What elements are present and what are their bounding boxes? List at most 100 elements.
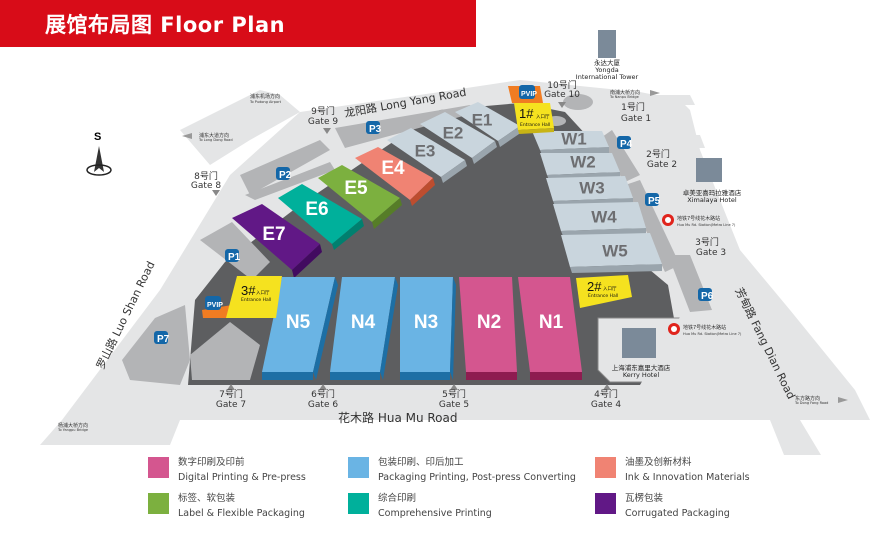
parking-icon-p4: P4	[617, 136, 633, 150]
svg-text:To Nanpu Bridge: To Nanpu Bridge	[609, 95, 639, 99]
parking-icon-vip-west: PVIP	[205, 296, 223, 310]
svg-text:PVIP: PVIP	[207, 302, 223, 309]
svg-text:Gate 1: Gate 1	[621, 114, 651, 124]
vip-parking-west	[202, 305, 232, 318]
legend-en: Corrugated Packaging	[625, 508, 730, 519]
hall-e3[interactable]: E3	[387, 128, 467, 183]
compass-icon: S	[86, 131, 112, 176]
hall-e1[interactable]: E1	[455, 102, 522, 147]
svg-text:地铁7号线花木路站: 地铁7号线花木路站	[683, 324, 726, 331]
parking-icon-p7: P7	[154, 331, 170, 345]
hall-w1[interactable]: W1	[532, 129, 609, 155]
svg-text:Gate 10: Gate 10	[544, 90, 580, 100]
svg-text:Hua Mu Rd. Station(Metro Line: Hua Mu Rd. Station(Metro Line 7)	[677, 223, 736, 227]
entrance-cn: 入口厅	[536, 114, 550, 120]
hall-label-e2: E2	[443, 123, 464, 142]
hall-w3[interactable]: W3	[546, 176, 633, 206]
hall-label-w4: W4	[591, 207, 617, 226]
svg-text:International Tower: International Tower	[576, 73, 639, 81]
hall-label-n3: N3	[414, 312, 438, 333]
legend-cn: 综合印刷	[378, 493, 417, 504]
svg-text:2号门: 2号门	[646, 148, 670, 160]
metro-station-north: 地铁7号线花木路站 Hua Mu Rd. Station(Metro Line …	[662, 214, 736, 227]
legend-cn: 标签、软包装	[178, 493, 236, 504]
svg-text:Yongda: Yongda	[594, 66, 618, 74]
svg-text:杨浦大桥方向: 杨浦大桥方向	[58, 422, 88, 429]
svg-text:Hua Mu Rd. Station(Metro Line: Hua Mu Rd. Station(Metro Line 7)	[683, 332, 742, 336]
kerry-hotel: 上海浦东嘉里大酒店 Kerry Hotel	[612, 328, 671, 379]
svg-text:Gate 9: Gate 9	[308, 117, 338, 127]
svg-text:3号门: 3号门	[695, 236, 719, 248]
hall-e5[interactable]: E5	[318, 165, 402, 229]
hall-n5[interactable]: N5	[262, 277, 338, 380]
hall-n2[interactable]: N2	[459, 277, 517, 380]
compass-label: S	[94, 131, 101, 143]
legend-en: Digital Printing & Pre-press	[178, 472, 306, 483]
parking-icon-p5: P5	[645, 193, 661, 207]
svg-text:8号门: 8号门	[194, 170, 218, 182]
hall-e4[interactable]: E4	[355, 147, 435, 206]
hall-label-e4: E4	[381, 158, 405, 179]
hall-label-n5: N5	[286, 312, 311, 333]
svg-text:To Long Dong Road: To Long Dong Road	[198, 138, 233, 142]
legend-swatch	[348, 493, 369, 514]
entrance-en: Entrance Hall	[520, 122, 550, 128]
svg-text:Gate 6: Gate 6	[308, 400, 338, 410]
svg-text:Gate 3: Gate 3	[696, 248, 726, 258]
svg-text:P7: P7	[157, 334, 170, 345]
svg-text:To Dong Fang Road: To Dong Fang Road	[794, 401, 828, 405]
hall-label-n4: N4	[351, 312, 376, 333]
svg-text:卓美亚喜玛拉雅酒店: 卓美亚喜玛拉雅酒店	[683, 188, 742, 197]
svg-text:南浦大桥方向: 南浦大桥方向	[610, 89, 640, 96]
hall-label-w5: W5	[602, 241, 628, 260]
svg-text:Gate 2: Gate 2	[647, 160, 677, 170]
hall-label-w3: W3	[579, 178, 605, 197]
legend-cn: 瓦楞包装	[625, 493, 664, 504]
hall-label-w2: W2	[570, 152, 596, 171]
svg-text:地铁7号线花木路站: 地铁7号线花木路站	[677, 215, 720, 222]
page-title: 展馆布局图 Floor Plan	[45, 13, 286, 37]
entrance-hall-3[interactable]: 3# 入口厅 Entrance Hall	[226, 276, 282, 318]
svg-text:Ximalaya Hotel: Ximalaya Hotel	[687, 196, 737, 204]
entrance-number: 3#	[241, 283, 256, 298]
svg-text:Gate 5: Gate 5	[439, 400, 469, 410]
hall-label-n1: N1	[539, 312, 564, 333]
svg-text:PVIP: PVIP	[521, 91, 537, 98]
svg-text:P6: P6	[701, 291, 714, 302]
entrance-hall-2[interactable]: 2# 入口厅 Entrance Hall	[576, 275, 632, 308]
hall-w4[interactable]: W4	[553, 202, 646, 236]
ximalaya-hotel: 卓美亚喜玛拉雅酒店 Ximalaya Hotel	[683, 158, 742, 204]
svg-text:9号门: 9号门	[311, 105, 335, 117]
svg-text:P1: P1	[228, 252, 241, 263]
hall-n3[interactable]: N3	[400, 277, 456, 380]
hall-w5[interactable]: W5	[561, 233, 662, 273]
entrance-cn: 入口厅	[603, 286, 617, 292]
hall-e2[interactable]: E2	[420, 112, 497, 164]
gate-arrows	[212, 102, 611, 390]
legend-swatch	[348, 457, 369, 478]
hall-label-e1: E1	[472, 110, 493, 129]
svg-text:Gate 8: Gate 8	[191, 181, 221, 191]
hall-w2[interactable]: W2	[540, 152, 620, 180]
hall-n1[interactable]: N1	[518, 277, 582, 380]
svg-text:4号门: 4号门	[594, 388, 618, 400]
hall-e7[interactable]: E7	[232, 204, 322, 278]
legend-cn: 包装印刷、印后加工	[378, 457, 464, 468]
legend-item-corrugated: 瓦楞包装 Corrugated Packaging	[595, 491, 730, 521]
hall-e6[interactable]: E6	[278, 184, 364, 250]
hall-label-e6: E6	[305, 199, 328, 220]
svg-text:5号门: 5号门	[442, 388, 466, 400]
landscape-south-east	[640, 300, 760, 385]
entrance-hall-1[interactable]: 1# 入口厅 Entrance Hall	[514, 103, 554, 134]
hall-n4[interactable]: N4	[330, 277, 398, 380]
parking-icon-vip-north: PVIP	[519, 85, 537, 99]
